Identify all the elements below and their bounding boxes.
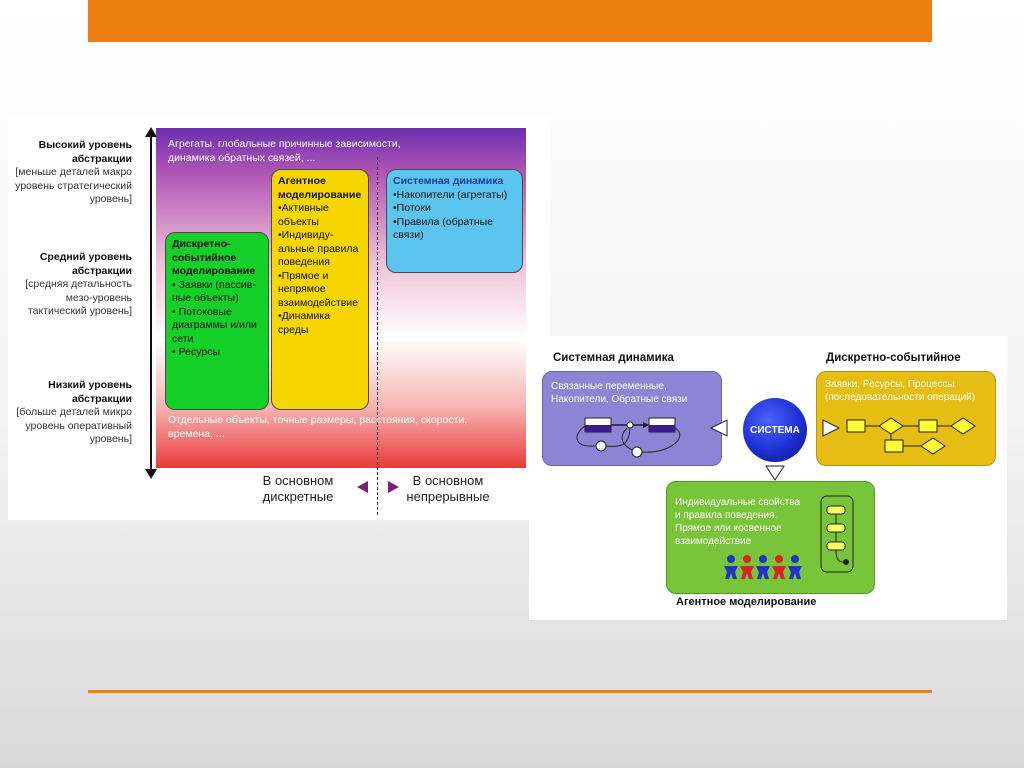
process-flow-icon <box>846 417 976 455</box>
agent-based-text: Индивидуальные свойства и правила поведе… <box>675 497 801 547</box>
bottom-accent-line <box>88 690 932 693</box>
arrow-up-icon <box>145 127 157 137</box>
modeling-paradigms-diagram: Системная динамика Дискретно-событийное … <box>529 336 1007 620</box>
left-triangle-icon <box>709 419 728 437</box>
discrete-event-panel: Заявки, Ресурсы, Процессы (последователь… <box>816 371 996 466</box>
arrow-right-icon <box>388 481 399 493</box>
down-triangle-icon <box>765 465 785 481</box>
level-high: Высокий уровень абстракции [меньше детал… <box>8 139 132 207</box>
system-dynamics-heading: Системная динамика <box>553 352 674 364</box>
level-low-title: Низкий уровень абстракции <box>48 379 132 405</box>
discrete-event-item: • Потоковые диаграммы и/или сети <box>172 305 257 345</box>
discrete-event-box: Дискретно-событийное моделирование • Зая… <box>165 232 269 410</box>
system-dynamics-item: •Потоки <box>393 202 431 214</box>
level-low-desc: [больше деталей микро уровень оперативны… <box>16 406 132 445</box>
agent-item: •Индивиду-альные правила поведения <box>278 229 359 268</box>
caption-continuous: В основном непрерывные <box>406 473 490 504</box>
discrete-event-item: • Заявки (пассив-ные объекты) <box>172 278 256 305</box>
statechart-icon <box>820 495 854 573</box>
agent-based-heading: Агентное моделирование <box>676 596 817 608</box>
agent-box: Агентное моделирование •Активные объекты… <box>271 169 369 410</box>
system-dynamics-title: Системная динамика <box>393 175 504 187</box>
agent-item: •Активные объекты <box>278 202 329 228</box>
discrete-event-heading: Дискретно-событийное <box>826 352 961 364</box>
system-dynamics-item: •Правила (обратные связи) <box>393 215 494 242</box>
agent-based-panel: Индивидуальные свойства и правила поведе… <box>666 481 875 594</box>
level-low: Низкий уровень абстракции [больше детале… <box>8 379 132 447</box>
right-triangle-icon <box>822 419 841 437</box>
system-dynamics-panel: Связанные переменные, Накопители, Обратн… <box>542 371 722 466</box>
agent-item: •Динамика среды <box>278 310 331 336</box>
abstraction-levels-diagram: Высокий уровень абстракции [меньше детал… <box>8 117 550 520</box>
discrete-continuous-divider <box>377 157 378 515</box>
agent-item: •Прямое и непрямое взаимодействие <box>278 269 358 309</box>
arrow-down-icon <box>145 469 157 479</box>
top-accent-bar <box>88 0 932 42</box>
abstraction-axis <box>150 131 152 472</box>
bottom-note: Отдельные объекты, точные размеры, расст… <box>168 414 468 440</box>
discrete-event-text: Заявки, Ресурсы, Процессы (последователь… <box>825 379 976 403</box>
level-medium-title: Средний уровень абстракции <box>39 251 132 277</box>
agents-icon <box>724 555 802 579</box>
arrow-left-icon <box>357 481 368 493</box>
level-high-title: Высокий уровень абстракции <box>38 139 132 165</box>
system-dynamics-item: •Накопители (агрегаты) <box>393 188 508 201</box>
system-dynamics-text: Связанные переменные, Накопители, Обратн… <box>551 381 688 405</box>
agent-title: Агентное моделирование <box>278 175 362 201</box>
level-high-desc: [меньше деталей макро уровень стратегиче… <box>15 166 132 205</box>
level-medium-desc: [средняя детальность мезо-уровень тактич… <box>25 278 132 317</box>
system-node: СИСТЕМА <box>743 398 807 462</box>
caption-discrete: В основном дискретные <box>262 473 334 504</box>
top-note: Агрегаты, глобальные причинные зависимос… <box>168 138 401 164</box>
system-dynamics-box: Системная динамика •Накопители (агрегаты… <box>386 169 523 273</box>
level-medium: Средний уровень абстракции [средняя дета… <box>8 251 132 319</box>
discrete-event-title: Дискретно-событийное моделирование <box>172 238 256 277</box>
stock-flow-icon <box>576 417 681 458</box>
discrete-event-item: • Ресурсы <box>172 346 220 358</box>
